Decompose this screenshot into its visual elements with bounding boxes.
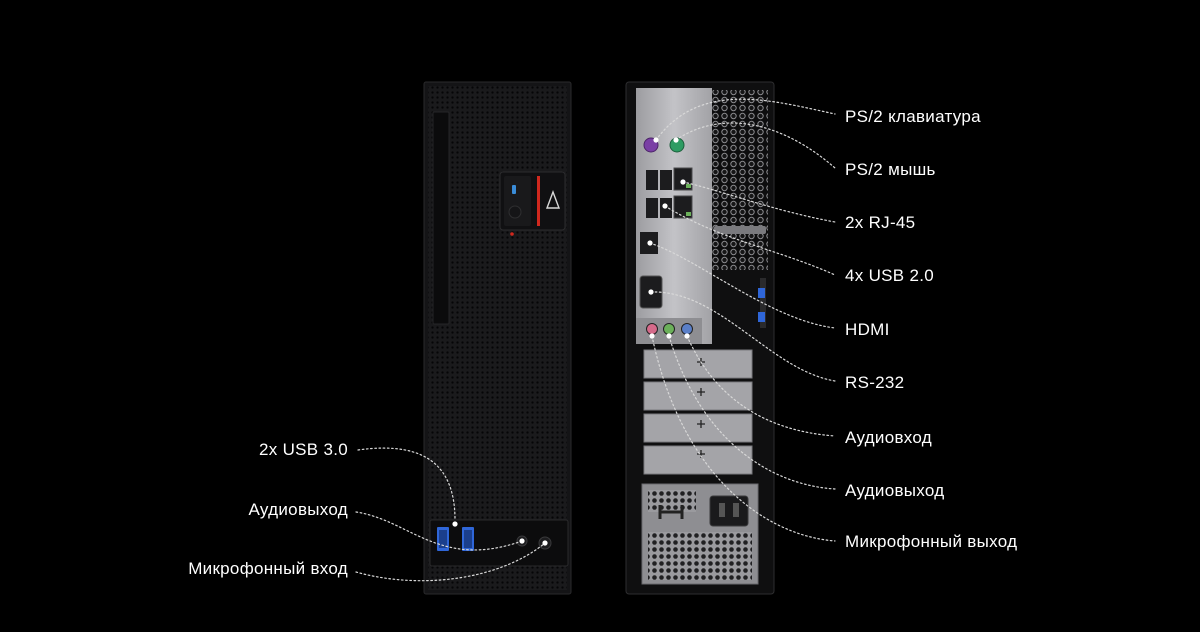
label-hdmi: HDMI (845, 320, 890, 339)
front-io-panel (429, 519, 569, 567)
label-mic-out: Микрофонный выход (845, 532, 1018, 551)
label-audio-out-rear: Аудиовыход (845, 481, 945, 500)
label-ps2-keyboard: PS/2 клавиатура (845, 107, 981, 126)
label-rs232: RS-232 (845, 373, 905, 392)
usb20-port-3 (646, 198, 658, 218)
power-button[interactable] (508, 205, 522, 219)
label-audio-in: Аудиовход (845, 428, 932, 447)
power-led-icon (512, 185, 516, 194)
label-rj45: 2x RJ-45 (845, 213, 916, 232)
label-ps2-mouse: PS/2 мышь (845, 160, 936, 179)
label-audio-out-front: Аудиовыход (248, 500, 348, 519)
front-case (423, 81, 572, 595)
optical-drive-bay (432, 111, 450, 325)
label-usb20: 4x USB 2.0 (845, 266, 934, 285)
rear-case (625, 81, 775, 595)
delta-logo-icon (545, 190, 561, 209)
label-mic-in: Микрофонный вход (188, 559, 348, 578)
logo-panel (499, 171, 566, 236)
usb20-port-1 (646, 170, 658, 190)
hdd-led-icon (510, 232, 514, 236)
audio-jack-pink (646, 323, 658, 335)
label-usb30: 2x USB 3.0 (259, 440, 348, 459)
rear-fan-vent (710, 90, 768, 270)
leader-lines (355, 98, 836, 582)
usb20-port-2 (660, 170, 672, 190)
power-supply (641, 483, 759, 585)
power-socket (709, 495, 749, 527)
accent-stripe (537, 176, 540, 226)
audio-jack-blue (681, 323, 693, 335)
audio-jack-green (663, 323, 675, 335)
expansion-slots (643, 349, 753, 475)
